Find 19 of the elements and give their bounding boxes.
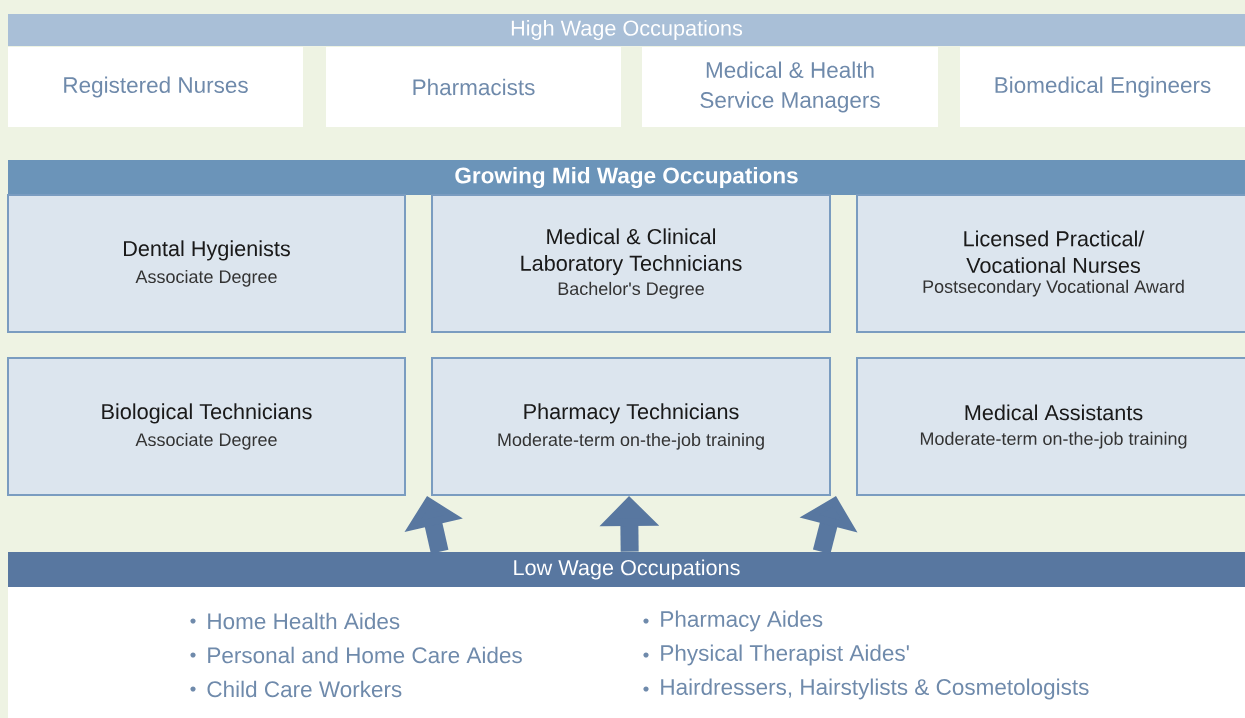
list-item: Child Care Workers (207, 680, 402, 698)
occupation-box: Medical & Health Service Managers (642, 47, 938, 127)
occupation-box: Licensed Practical/ Vocational Nurses Postsecondary Vocational Award (856, 194, 1245, 333)
list-item: Hairdressers, Hairstylists & Cosmetologists (661, 678, 1089, 700)
occupation-box: Pharmacists (326, 47, 621, 127)
occupation-box: Biological Technicians Associate Degree (7, 357, 406, 496)
occupation-box: Biomedical Engineers (960, 47, 1245, 127)
list-item: Pharmacy Aides (661, 610, 823, 632)
header-band: Low Wage Occupations (8, 552, 1245, 587)
list-item: Personal and Home Care Aides (208, 646, 522, 664)
occupation-box: Pharmacy Technicians Moderate-term on-the-job training (431, 357, 831, 496)
header-band: Growing Mid Wage Occupations (8, 160, 1245, 195)
list-item: Home Health Aides (208, 612, 400, 630)
occupation-box: Dental Hygienists Associate Degree (7, 194, 406, 333)
occupation-box: Medical Assistants Moderate-term on-the-job training (856, 357, 1245, 496)
header-band: High Wage Occupations (8, 14, 1245, 46)
occupation-box: Medical & Clinical Laboratory Technicians Bachelor's Degree (431, 194, 831, 333)
occupation-box: Registered Nurses (8, 47, 303, 127)
list-item: Physical Therapist Aides' (661, 644, 909, 666)
